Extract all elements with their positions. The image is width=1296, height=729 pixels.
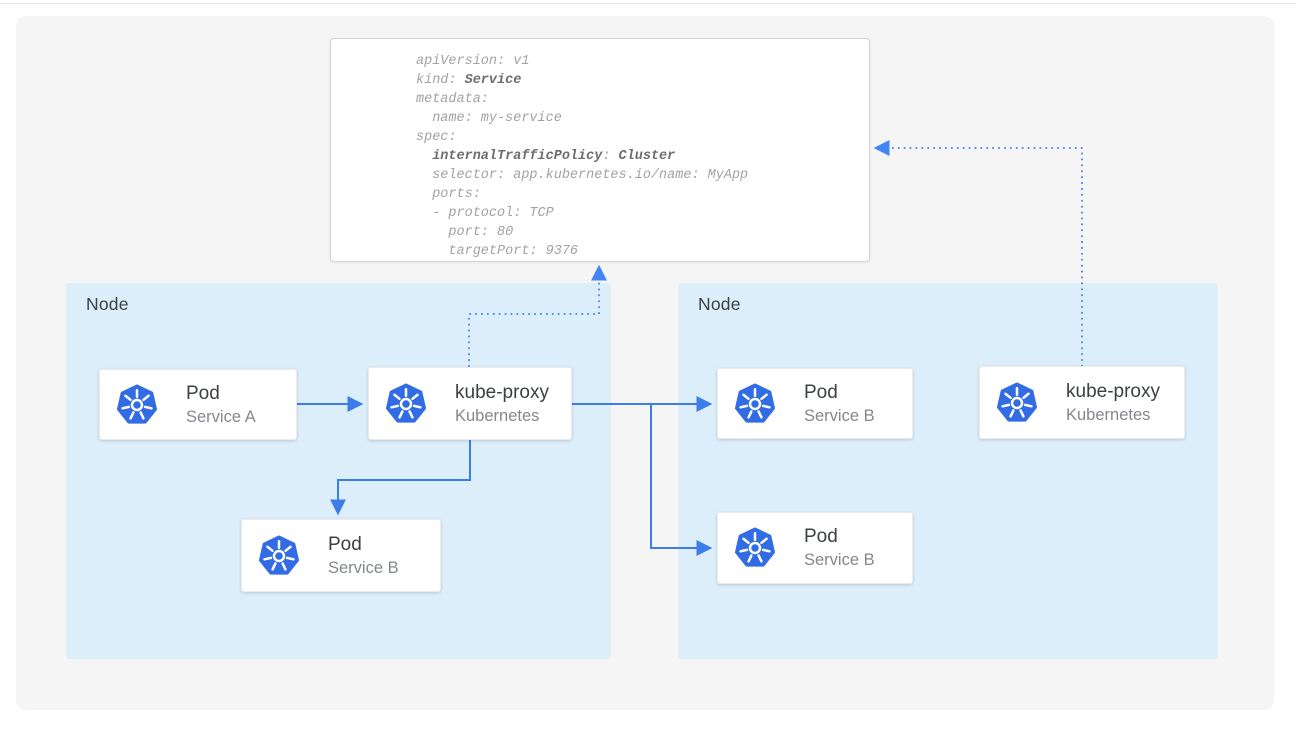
service-yaml-box: apiVersion: v1 kind: Service metadata: nam… bbox=[330, 38, 870, 262]
yaml-code-line: port: 80 bbox=[416, 225, 514, 240]
yaml-code-line: name: my-service bbox=[416, 111, 562, 126]
kubernetes-icon bbox=[996, 382, 1038, 424]
node-left-label: Node bbox=[86, 294, 129, 314]
kubernetes-icon bbox=[385, 383, 427, 425]
card-subtitle: Kubernetes bbox=[1066, 405, 1151, 424]
card-subtitle: Service B bbox=[804, 406, 875, 425]
card-subtitle: Service B bbox=[804, 551, 875, 569]
card-pod-service-a: Pod Service A bbox=[99, 369, 297, 440]
page-top-divider bbox=[0, 3, 1296, 4]
card-title: Pod bbox=[804, 526, 838, 547]
card-pod-service-b-left: Pod Service B bbox=[241, 519, 441, 592]
card-title: kube-proxy bbox=[455, 381, 549, 403]
node-right: Node bbox=[678, 283, 1218, 659]
kubernetes-icon bbox=[734, 383, 776, 425]
card-title: Pod bbox=[804, 381, 838, 403]
card-pod-service-b-bottom-right: Pod Service B bbox=[717, 512, 913, 584]
yaml-code-line: selector: app.kubernetes.io/name: MyApp bbox=[416, 168, 749, 183]
yaml-code-line: metadata: bbox=[416, 92, 489, 107]
yaml-code-line: internalTrafficPolicy: Cluster bbox=[432, 149, 676, 164]
card-title: Pod bbox=[328, 533, 362, 555]
node-left: Node bbox=[66, 283, 611, 659]
node-right-label: Node bbox=[698, 294, 741, 314]
kubernetes-icon bbox=[116, 384, 158, 426]
card-kube-proxy-right: kube-proxy Kubernetes bbox=[979, 366, 1185, 439]
yaml-code-line: spec: bbox=[416, 130, 457, 145]
yaml-code-line: ports: bbox=[416, 187, 481, 202]
yaml-code-line: apiVersion: v1 bbox=[416, 54, 530, 69]
card-pod-service-b-top-right: Pod Service B bbox=[717, 368, 913, 439]
kubernetes-icon bbox=[734, 527, 776, 569]
card-subtitle: Kubernetes bbox=[455, 406, 540, 425]
card-title: Pod bbox=[186, 382, 220, 404]
yaml-code: apiVersion: v1 kind: Service metadata: nam… bbox=[416, 52, 869, 261]
yaml-code-line: - protocol: TCP bbox=[416, 206, 554, 221]
card-subtitle: Service B bbox=[328, 558, 399, 577]
yaml-code-line: kind: Service bbox=[416, 73, 522, 88]
kubernetes-icon bbox=[258, 535, 300, 577]
card-subtitle: Service A bbox=[186, 407, 256, 426]
yaml-code-line: targetPort: 9376 bbox=[416, 244, 579, 259]
card-kube-proxy-left: kube-proxy Kubernetes bbox=[368, 367, 572, 440]
card-title: kube-proxy bbox=[1066, 380, 1160, 402]
